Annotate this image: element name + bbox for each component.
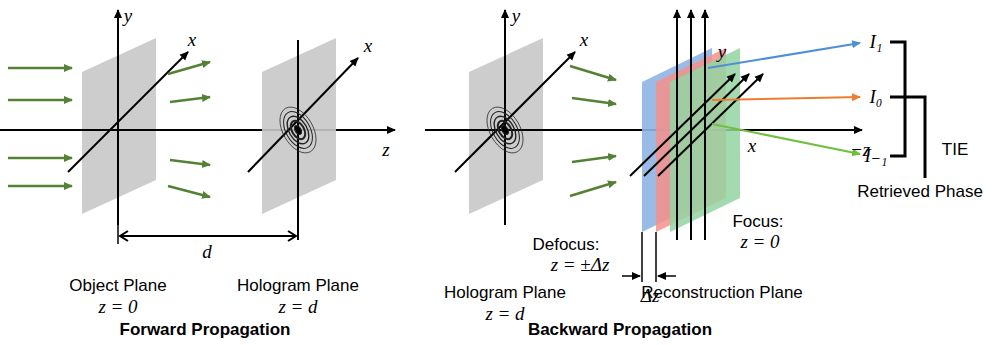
y-axis — [117, 10, 119, 225]
method-label: TIE — [942, 141, 968, 160]
delta-z-marks — [622, 232, 676, 282]
defocus-label: Defocus: — [532, 236, 599, 255]
distance-label: d — [202, 242, 212, 263]
axis-label: x — [364, 36, 372, 57]
plane-position: z = 0 — [98, 297, 137, 318]
axis-label: y — [512, 6, 520, 27]
hologram-fringes — [480, 101, 531, 159]
plane-position: z = d — [278, 297, 317, 318]
intensity-label: I₋₁ — [865, 146, 888, 167]
x-axis — [68, 52, 188, 172]
x-axis — [455, 52, 575, 172]
intensity-arrow — [712, 97, 860, 100]
axis-label: x — [748, 136, 756, 157]
plane-position: z = d — [485, 304, 524, 325]
focus-label: Focus: — [732, 213, 783, 232]
incident-waves — [8, 68, 72, 186]
panel-title: Backward Propagation — [528, 321, 712, 340]
plane-label: Hologram Plane — [444, 284, 566, 303]
reconstruction-axes — [630, 10, 763, 240]
hologram-fringes — [273, 101, 324, 159]
tie-bracket — [890, 42, 925, 178]
x-axis — [248, 58, 358, 172]
axis-label: z — [382, 140, 389, 161]
defocus-value: z = ±Δz — [551, 255, 610, 276]
axis-label: y — [718, 42, 726, 63]
result-label: Retrieved Phase — [857, 183, 983, 202]
intensity-arrow — [708, 43, 860, 68]
back-propagated-waves — [570, 66, 616, 196]
plane-label: Object Plane — [69, 277, 166, 296]
axis-label: y — [124, 6, 132, 27]
plane-label: Hologram Plane — [237, 277, 359, 296]
distance-line — [120, 235, 296, 237]
axis-label: x — [188, 30, 196, 51]
diffracted-waves — [168, 62, 210, 197]
intensity-label: I₀ — [870, 87, 883, 108]
plane-label: Reconstruction Plane — [641, 284, 803, 303]
panel-title: Forward Propagation — [120, 321, 291, 340]
intensity-arrow — [712, 124, 860, 154]
y-axis — [297, 40, 299, 240]
focus-value: z = 0 — [740, 232, 779, 253]
axis-label: x — [580, 30, 588, 51]
intensity-label: I₁ — [870, 32, 883, 53]
